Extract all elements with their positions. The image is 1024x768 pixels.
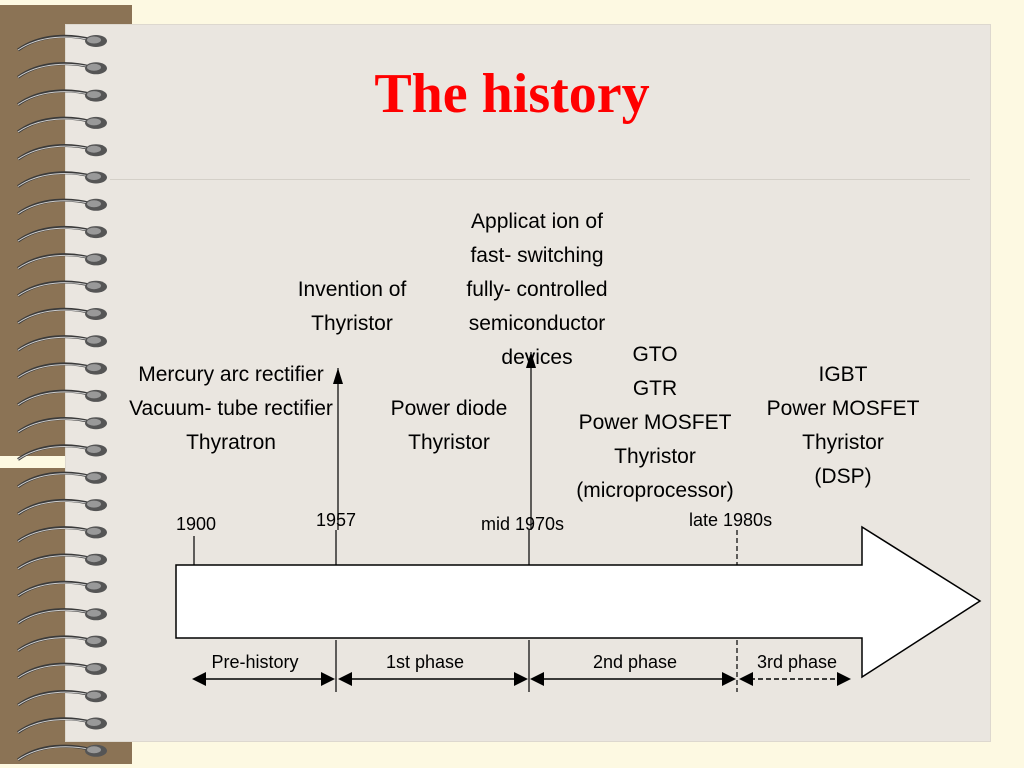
device-item: Power MOSFET (766, 397, 920, 420)
phase-label-3rd: 3rd phase (756, 652, 838, 672)
binder-ring (17, 444, 107, 461)
prehistory-devices: Mercury arc rectifier Vacuum- tube recti… (116, 358, 346, 460)
invention-arrowhead (333, 368, 343, 384)
tick-label-1957: 1957 (316, 510, 357, 530)
binder-ring (17, 171, 107, 188)
phase3-arrow-left (739, 672, 753, 686)
application-arrowhead (526, 352, 536, 368)
phase-label-1st: 1st phase (385, 652, 465, 672)
application-label: Applicat ion of fast- switching fully- c… (452, 205, 622, 375)
binder-ring (17, 417, 107, 434)
device-item: Power MOSFET (578, 411, 732, 434)
spiral-rings (17, 34, 107, 762)
phase1-arrow-left (338, 672, 352, 686)
phase2-arrow-left (530, 672, 544, 686)
application-line-5: devices (501, 346, 573, 369)
timeline-arrow (175, 525, 982, 679)
binder-ring (17, 690, 107, 707)
binder-ring (17, 198, 107, 216)
phase-label-2nd: 2nd phase (592, 652, 678, 672)
device-item: Thyratron (186, 431, 276, 454)
device-item: Thyristor (614, 445, 696, 468)
binder-ring (17, 144, 107, 161)
device-item: Power diode (390, 397, 508, 420)
binder-ring (17, 280, 107, 297)
binder-ring (17, 717, 107, 734)
binder-ring (17, 580, 107, 598)
binder-ring (17, 744, 107, 762)
invention-line-2: Thyristor (311, 312, 393, 335)
application-line-3: fully- controlled (466, 278, 608, 301)
phase1-devices: Power diode Thyristor (374, 392, 524, 460)
invention-line-1: Invention of (297, 278, 407, 301)
tick-label-1900: 1900 (176, 514, 217, 534)
tick-label-late1980s: late 1980s (689, 510, 773, 530)
binder-ring (17, 116, 107, 134)
slide-title: The history (374, 63, 650, 125)
binder-ring (17, 253, 107, 270)
device-item: Mercury arc rectifier (138, 363, 324, 386)
prehistory-arrow-right (321, 672, 335, 686)
binder-ring (17, 362, 107, 379)
tick-label-mid1970s: mid 1970s (481, 514, 565, 534)
binder-ring (17, 553, 107, 570)
phase3-arrow-right (837, 672, 851, 686)
binder-ring (17, 335, 107, 352)
phase3-devices: IGBT Power MOSFET Thyristor (DSP) (758, 358, 928, 494)
device-item: Thyristor (802, 431, 884, 454)
device-item: (microprocessor) (576, 479, 734, 502)
binder-ring (17, 608, 107, 625)
prehistory-arrow-left (192, 672, 206, 686)
binder-ring (17, 225, 107, 243)
phase-label-prehistory: Pre-history (211, 652, 299, 672)
application-line-4: semiconductor (468, 312, 606, 335)
binder-ring (17, 471, 107, 489)
application-line-1: Applicat ion of (471, 210, 603, 233)
title-divider (110, 179, 970, 180)
invention-label: Invention of Thyristor (282, 273, 422, 341)
device-item: Thyristor (408, 431, 490, 454)
binder-ring (17, 635, 107, 652)
binder-ring (17, 62, 107, 79)
phase1-arrow-right (514, 672, 528, 686)
phase2-arrow-right (722, 672, 736, 686)
binder-ring (17, 526, 107, 543)
binder-ring (17, 307, 107, 325)
binder-ring (17, 34, 107, 52)
binder-ring (17, 89, 107, 106)
device-item: (DSP) (814, 465, 872, 488)
device-item: GTR (632, 377, 678, 400)
phase2-devices: GTO GTR Power MOSFET Thyristor (micropro… (560, 338, 750, 508)
binder-ring (17, 389, 107, 407)
binder-ring (17, 498, 107, 516)
binder-ring (17, 662, 107, 680)
device-item: IGBT (818, 363, 868, 386)
device-item: GTO (632, 343, 678, 366)
application-line-2: fast- switching (470, 244, 604, 267)
device-item: Vacuum- tube rectifier (129, 397, 333, 420)
